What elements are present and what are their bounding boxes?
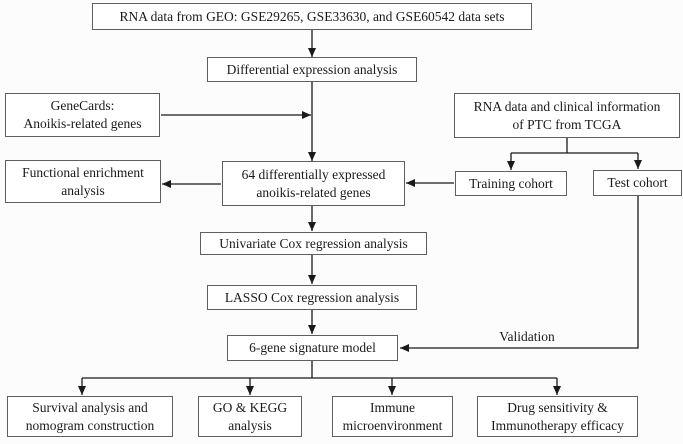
node-tcga-ptc-data: RNA data and clinical information of PTC… xyxy=(454,93,680,138)
arrow-test-validation-to-sixgene xyxy=(400,196,639,352)
node-survival-nomogram: Survival analysis and nomogram construct… xyxy=(7,396,173,437)
node-go-kegg-analysis: GO & KEGG analysis xyxy=(198,396,302,437)
node-training-cohort: Training cohort xyxy=(455,171,567,196)
node-univariate-cox-regression: Univariate Cox regression analysis xyxy=(200,232,427,255)
node-functional-enrichment-analysis: Functional enrichment analysis xyxy=(5,160,161,203)
node-lasso-cox-regression: LASSO Cox regression analysis xyxy=(207,285,417,310)
node-64-deg-anoikis-genes: 64 differentially expressed anoikis-rela… xyxy=(222,161,405,206)
node-immune-microenvironment: Immune microenvironment xyxy=(332,396,453,437)
node-test-cohort: Test cohort xyxy=(593,170,682,196)
node-drug-sensitivity-immunotherapy: Drug sensitivity & Immunotherapy efficac… xyxy=(477,396,638,437)
edge-label-validation: Validation xyxy=(499,329,555,344)
node-genecards-anoikis-genes: GeneCards: Anoikis-related genes xyxy=(5,93,160,137)
node-geo-datasets: RNA data from GEO: GSE29265, GSE33630, a… xyxy=(92,3,532,30)
node-differential-expression-analysis: Differential expression analysis xyxy=(207,57,417,82)
node-6-gene-signature-model: 6-gene signature model xyxy=(227,335,398,361)
